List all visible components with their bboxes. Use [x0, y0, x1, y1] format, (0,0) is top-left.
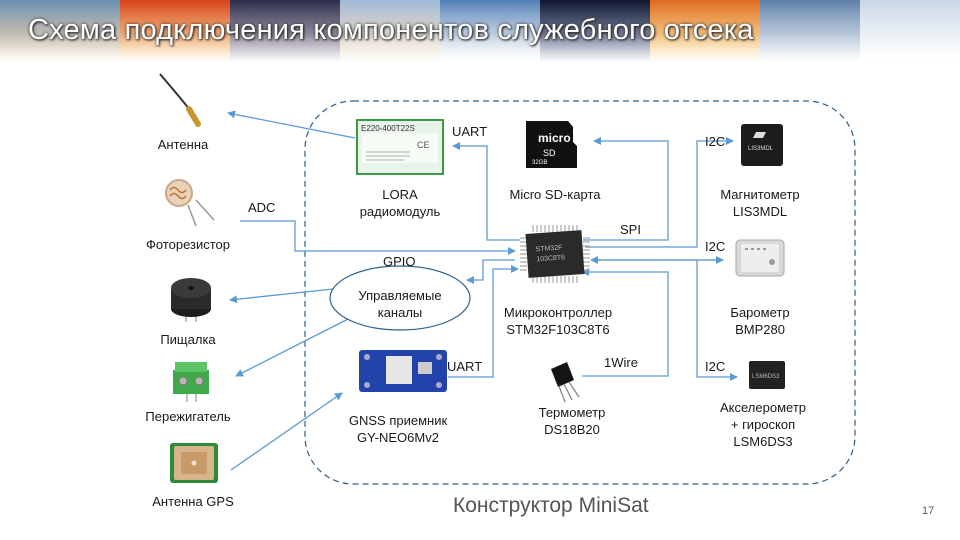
- bus-onewire: 1Wire: [604, 355, 638, 370]
- bus-uart-gnss: UART: [447, 359, 483, 374]
- photoresistor-picture: [165, 179, 215, 227]
- arrow-gnss-mcu: [448, 265, 519, 378]
- thermometer-label-line2: DS18B20: [544, 422, 600, 437]
- arrow-mag-mcu: [585, 137, 734, 248]
- lora-chip-text: E220-400T22S: [361, 124, 415, 133]
- gps-antenna-picture: [170, 443, 218, 483]
- sd-label: Micro SD-карта: [509, 187, 601, 202]
- lora-label: LORA радиомодуль: [350, 186, 450, 220]
- bus-i2c-accelerometer: I2C: [705, 359, 726, 374]
- controlled-channels-node: [329, 265, 471, 331]
- svg-text:SD: SD: [543, 148, 556, 158]
- channels-label: Управляемые каналы: [350, 287, 450, 321]
- slide-title: Схема подключения компонентов служебного…: [28, 14, 754, 46]
- title-banner: [0, 0, 960, 62]
- mcu-label: Микроконтроллер STM32F103C8T6: [488, 304, 628, 338]
- micro-sd-picture: micro SD 32GB: [526, 121, 577, 168]
- barometer-label-line1: Барометр: [730, 305, 790, 320]
- buzzer-label: Пищалка: [160, 332, 216, 347]
- arrow-mcu-sd: [583, 137, 669, 241]
- svg-text:CE: CE: [417, 140, 430, 150]
- barometer-label-line2: BMP280: [735, 322, 785, 337]
- bus-uart-lora: UART: [452, 124, 488, 139]
- mcu-picture: STM32F 103C8T6: [520, 225, 590, 283]
- sd-chip-text: 32GB: [532, 160, 547, 166]
- svg-text:STM32F: STM32F: [535, 244, 562, 253]
- magnetometer-picture: LIS3MDL: [741, 124, 783, 166]
- arrow-channels-burner: [235, 317, 351, 377]
- accelerometer-label: Акселерометр + гироскоп LSM6DS3: [708, 399, 818, 450]
- gnss-label-line2: GY-NEO6Mv2: [357, 430, 439, 445]
- accelerometer-label-line1: Акселерометр: [720, 400, 806, 415]
- arrow-photo-mcu: [240, 220, 516, 255]
- arrow-mcu-channels: [466, 259, 515, 284]
- footer-title: Конструктор MiniSat: [453, 494, 649, 517]
- photoresistor-label: Фоторезистор: [145, 237, 231, 252]
- antenna-label: Антенна: [157, 137, 209, 152]
- connection-lines: [227, 110, 738, 471]
- channels-label-line1: Управляемые: [358, 288, 442, 303]
- barometer-picture: [735, 239, 785, 277]
- bus-adc: ADC: [248, 200, 276, 215]
- svg-text:103C8T6: 103C8T6: [536, 254, 565, 263]
- mcu-label-line2: STM32F103C8T6: [506, 322, 610, 337]
- barometer-label: Барометр BMP280: [715, 304, 805, 338]
- svg-text:LSM6DS3: LSM6DS3: [752, 374, 780, 380]
- lora-picture: E220-400T22S CE: [356, 119, 444, 175]
- magnetometer-label-line1: Магнитометр: [720, 187, 800, 202]
- channels-label-line2: каналы: [377, 305, 423, 320]
- accelerometer-label-line3: LSM6DS3: [733, 434, 793, 449]
- accelerometer-picture: LSM6DS3: [749, 361, 785, 389]
- burner-label: Пережигатель: [145, 409, 231, 424]
- thermometer-picture: [551, 362, 580, 403]
- svg-text:LIS3MDL: LIS3MDL: [748, 146, 774, 152]
- arrow-thermo-mcu: [581, 268, 669, 377]
- bus-spi: SPI: [620, 222, 641, 237]
- arrow-mcu-accel: [696, 260, 738, 381]
- buzzer-picture: [171, 278, 211, 322]
- lora-label-line2: радиомодуль: [359, 204, 441, 219]
- gps-antenna-label: Антенна GPS: [152, 494, 234, 509]
- bus-gpio: GPIO: [383, 254, 416, 269]
- mcu-label-line1: Микроконтроллер: [503, 305, 613, 320]
- bus-i2c-barometer: I2C: [705, 239, 726, 254]
- gnss-picture: [359, 350, 447, 392]
- magnetometer-label-line2: LIS3MDL: [732, 204, 788, 219]
- arrow-mcu-lora: [452, 142, 520, 241]
- gnss-label: GNSS приемник GY-NEO6Mv2: [338, 412, 458, 446]
- bus-i2c-magnetometer: I2C: [705, 134, 726, 149]
- page-number: 17: [922, 505, 935, 517]
- burner-picture: [173, 362, 209, 402]
- arrow-lora-antenna: [227, 110, 356, 139]
- thermometer-label: Термометр DS18B20: [522, 404, 622, 438]
- arrow-channels-buzzer: [229, 288, 334, 304]
- lora-label-line1: LORA: [382, 187, 418, 202]
- arrow-gpsant-gnss: [230, 392, 343, 471]
- antenna-picture: [159, 73, 201, 127]
- gnss-label-line1: GNSS приемник: [348, 413, 448, 428]
- svg-text:micro: micro: [538, 131, 571, 145]
- thermometer-label-line1: Термометр: [538, 405, 606, 420]
- accelerometer-label-line2: + гироскоп: [730, 417, 796, 432]
- magnetometer-label: Магнитометр LIS3MDL: [705, 186, 815, 220]
